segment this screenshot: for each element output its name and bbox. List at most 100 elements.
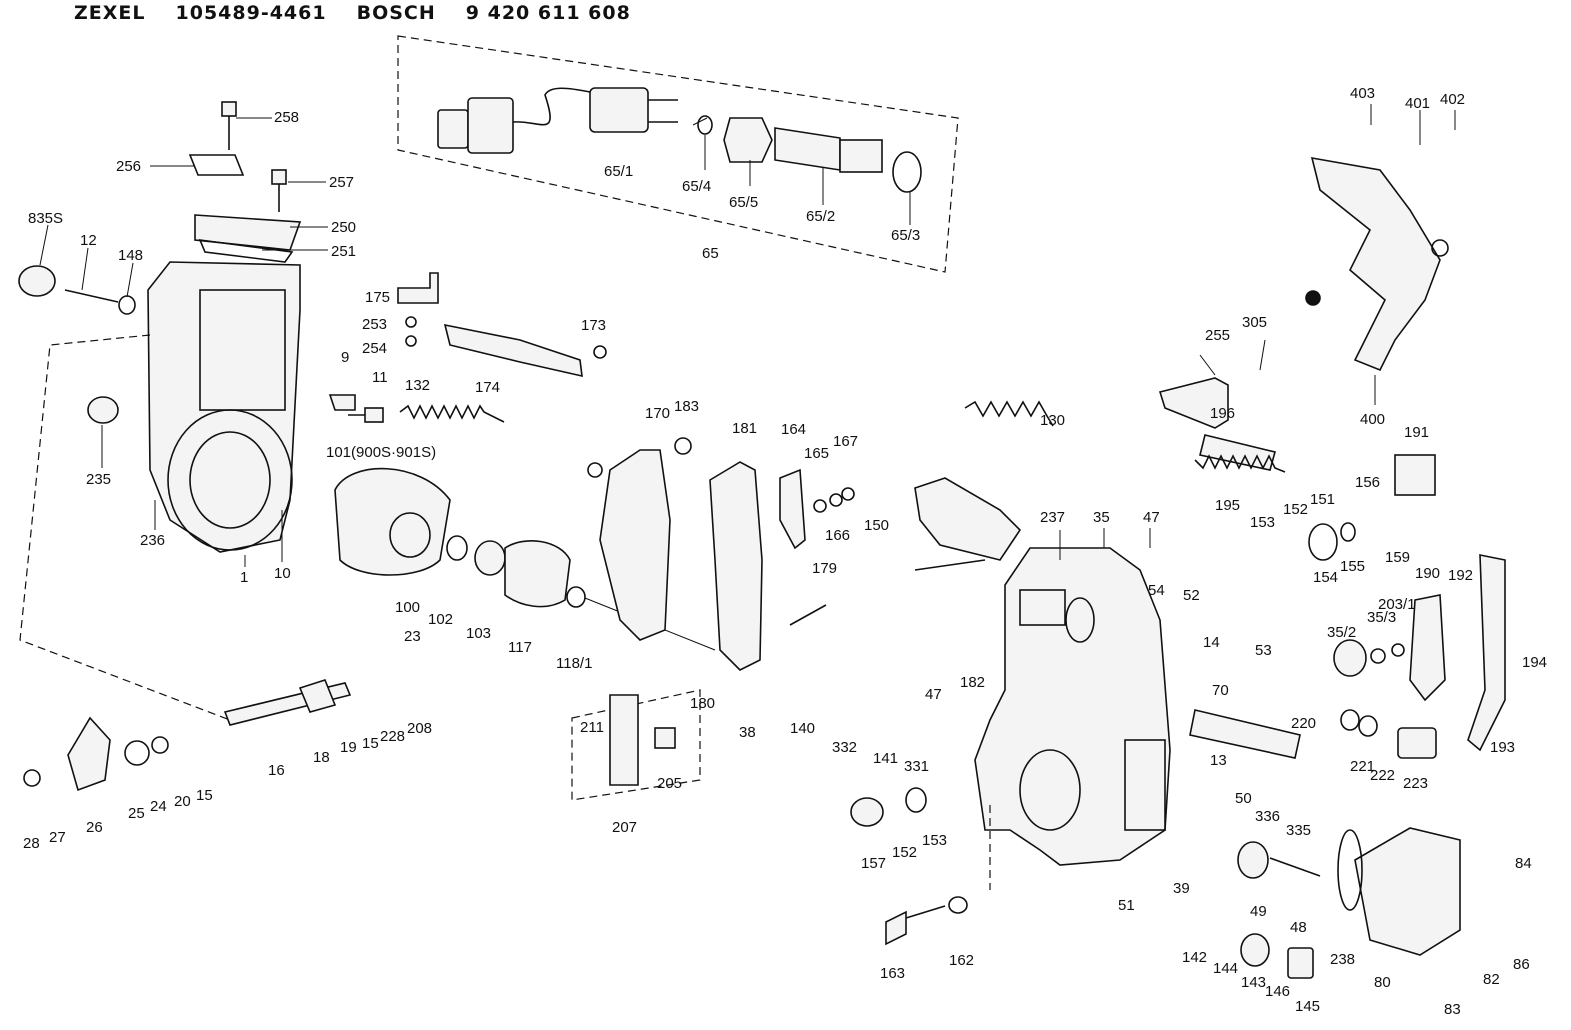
callout-35: 35 <box>1093 509 1110 526</box>
callout-179: 179 <box>812 560 837 577</box>
callout-130: 130 <box>1040 412 1065 429</box>
callout-255: 255 <box>1205 327 1230 344</box>
part-drawings <box>18 35 1506 979</box>
callout-1: 1 <box>240 569 248 586</box>
callout-12: 12 <box>80 232 97 249</box>
callout-305: 305 <box>1242 314 1267 331</box>
callout-142: 142 <box>1182 949 1207 966</box>
callout-258: 258 <box>274 109 299 126</box>
callout-117: 117 <box>508 639 532 656</box>
callout-70: 70 <box>1212 682 1229 699</box>
callout-253: 253 <box>362 316 387 333</box>
callout-83: 83 <box>1444 1001 1461 1018</box>
callout-152b: 152 <box>892 844 917 861</box>
callout-190: 190 <box>1415 565 1440 582</box>
callout-132: 132 <box>405 377 430 394</box>
callout-65: 65 <box>702 245 719 262</box>
callout-167: 167 <box>833 433 858 450</box>
callout-194: 194 <box>1522 654 1547 671</box>
callout-35-3: 35/3 <box>1367 609 1396 626</box>
callout-146: 146 <box>1265 983 1290 1000</box>
callout-156: 156 <box>1355 474 1380 491</box>
callout-153b: 153 <box>922 832 947 849</box>
callout-335: 335 <box>1286 822 1311 839</box>
callout-401: 401 <box>1405 95 1430 112</box>
callout-25: 25 <box>128 805 145 822</box>
callout-10: 10 <box>274 565 291 582</box>
callout-82: 82 <box>1483 971 1500 988</box>
callout-80: 80 <box>1374 974 1391 991</box>
callout-47b: 47 <box>925 686 942 703</box>
callout-144: 144 <box>1213 960 1238 977</box>
leader-lines <box>39 104 1456 567</box>
callout-223: 223 <box>1403 775 1428 792</box>
callout-254: 254 <box>362 340 387 357</box>
callout-140: 140 <box>790 720 815 737</box>
callout-54: 54 <box>1148 582 1165 599</box>
solenoid-group-outline <box>397 35 959 273</box>
callout-20: 20 <box>174 793 191 810</box>
callout-148: 148 <box>118 247 143 264</box>
callout-163: 163 <box>880 965 905 982</box>
callout-835S: 835S <box>28 210 63 227</box>
callout-153a: 153 <box>1250 514 1275 531</box>
callout-228: 228 <box>380 728 405 745</box>
callout-19: 19 <box>340 739 357 756</box>
callout-65-5: 65/5 <box>729 194 758 211</box>
header-code-zexel: 105489-4461 <box>175 2 327 24</box>
callout-23: 23 <box>404 628 421 645</box>
callout-14: 14 <box>1203 634 1220 651</box>
header-code-bosch: 9 420 611 608 <box>465 2 631 24</box>
header-brand-zexel: ZEXEL <box>74 2 146 24</box>
callout-165: 165 <box>804 445 829 462</box>
callout-400: 400 <box>1360 411 1385 428</box>
callout-51: 51 <box>1118 897 1135 914</box>
callout-15a: 15 <box>362 735 379 752</box>
callout-38: 38 <box>739 724 756 741</box>
callout-151: 151 <box>1310 491 1335 508</box>
callout-332: 332 <box>832 739 857 756</box>
callout-193: 193 <box>1490 739 1515 756</box>
callout-143: 143 <box>1241 974 1266 991</box>
callout-205: 205 <box>657 775 682 792</box>
callout-labels: 258 256 257 250 251 835S 12 148 235 236 … <box>23 85 1547 1018</box>
callout-150: 150 <box>864 517 889 534</box>
callout-235: 235 <box>86 471 111 488</box>
callout-50: 50 <box>1235 790 1252 807</box>
callout-208: 208 <box>407 720 432 737</box>
callout-65-4: 65/4 <box>682 178 711 195</box>
callout-336: 336 <box>1255 808 1280 825</box>
callout-195: 195 <box>1215 497 1240 514</box>
callout-26: 26 <box>86 819 103 836</box>
callout-166: 166 <box>825 527 850 544</box>
callout-47a: 47 <box>1143 509 1160 526</box>
callout-221: 221 <box>1350 758 1375 775</box>
callout-182: 182 <box>960 674 985 691</box>
callout-162: 162 <box>949 952 974 969</box>
callout-183: 183 <box>674 398 699 415</box>
callout-13: 13 <box>1210 752 1227 769</box>
callout-84: 84 <box>1515 855 1532 872</box>
callout-155: 155 <box>1340 558 1365 575</box>
callout-331: 331 <box>904 758 929 775</box>
callout-174: 174 <box>475 379 500 396</box>
header-brand-bosch: BOSCH <box>356 2 436 24</box>
callout-16: 16 <box>268 762 285 779</box>
callout-222: 222 <box>1370 767 1395 784</box>
callout-181: 181 <box>732 420 757 437</box>
callout-102: 102 <box>428 611 453 628</box>
callout-118-1: 118/1 <box>556 655 592 672</box>
callout-141: 141 <box>873 750 898 767</box>
callout-48: 48 <box>1290 919 1307 936</box>
callout-65-3: 65/3 <box>891 227 920 244</box>
callout-86: 86 <box>1513 956 1530 973</box>
callout-53: 53 <box>1255 642 1272 659</box>
callout-24: 24 <box>150 798 167 815</box>
callout-170: 170 <box>645 405 670 422</box>
callout-251: 251 <box>331 243 356 260</box>
callout-180: 180 <box>690 695 715 712</box>
callout-256: 256 <box>116 158 141 175</box>
callout-39: 39 <box>1173 880 1190 897</box>
callout-173: 173 <box>581 317 606 334</box>
callout-238: 238 <box>1330 951 1355 968</box>
